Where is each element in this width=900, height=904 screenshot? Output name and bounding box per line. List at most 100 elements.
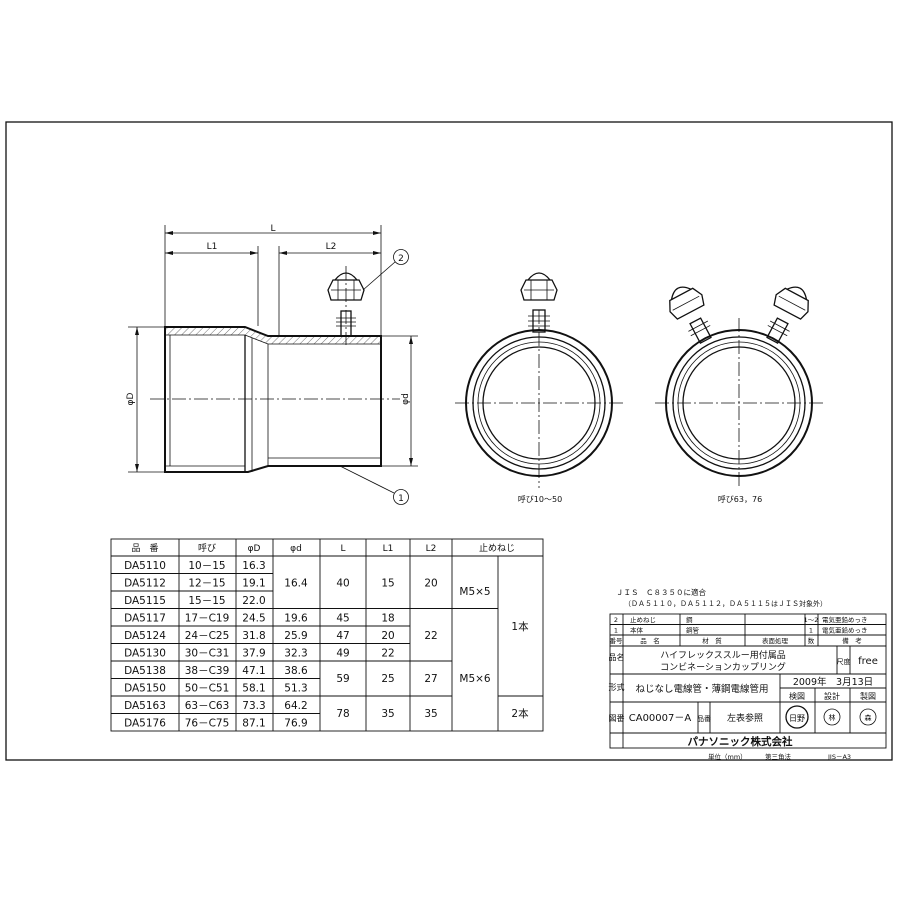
drawing-text: 止めねじ <box>630 615 656 624</box>
drawing-line <box>778 295 806 311</box>
drawing-text: 電気亜鉛めっき <box>822 626 868 635</box>
cell-L1-merged: 35 <box>381 708 394 720</box>
stamp-hino-label: 日野 <box>789 714 805 723</box>
drawing-line <box>373 231 381 235</box>
balloon-2 <box>393 249 409 265</box>
drawing-text: 図番 <box>609 713 625 723</box>
drawing-text: 1 <box>809 627 813 635</box>
drawing-line <box>769 320 790 332</box>
cell-phiD: 37.9 <box>242 648 265 660</box>
drawing-text: 品名 <box>609 652 625 662</box>
view-caption-2: 呼び63，76 <box>718 494 762 504</box>
col-header: 品 番 <box>131 542 158 554</box>
drawing-text: 材 質 <box>702 636 722 645</box>
coupling-body-outline <box>164 326 382 473</box>
col-header: 止めねじ <box>479 542 515 554</box>
sheet-border <box>5 121 893 761</box>
cell-nominal: 24－C25 <box>185 630 230 642</box>
cell-nominal: 10－15 <box>188 560 225 572</box>
dim-phiD-label: φD <box>126 393 136 406</box>
cell-phid: 64.2 <box>284 700 307 712</box>
cell-phiD: 58.1 <box>242 683 265 695</box>
cell-phiD: 31.8 <box>242 630 265 642</box>
jis-note-1: ＪＩＳ Ｃ８３５０に適合 <box>616 587 706 597</box>
dim-phid-label: φd <box>401 393 411 405</box>
drawing-line <box>135 464 139 472</box>
dim-L-label: L <box>270 224 275 234</box>
drawing-text: 1 <box>614 627 618 635</box>
drawing-text: 設計 <box>824 691 840 701</box>
drawing-line <box>110 538 544 732</box>
col-header: φd <box>290 544 302 554</box>
cell-phid: 25.9 <box>284 630 307 642</box>
cell-L-merged: 59 <box>336 673 349 685</box>
cell-L-merged: 78 <box>336 708 349 720</box>
cell-L-merged: 40 <box>336 578 349 590</box>
cell-nominal: 12－15 <box>188 578 225 590</box>
cell-L2-merged: 35 <box>424 708 437 720</box>
jis-note-2: （ＤＡ５１１０，ＤＡ５１１２，ＤＡ５１１５はＪＩＳ対象外） <box>624 599 827 608</box>
cell-nominal: 63－C63 <box>185 700 230 712</box>
dim-L2-label: L2 <box>326 242 337 252</box>
cell-L2-merged: 22 <box>424 630 437 642</box>
stamp-hino <box>785 705 809 729</box>
product-name-2: コンビネーションカップリング <box>660 661 786 673</box>
cell-nominal: 30－C31 <box>185 648 230 660</box>
drawing-text: JIS－A3 <box>827 753 851 761</box>
type-description: ねじなし電線管・薄鋼電線管用 <box>635 683 768 695</box>
scale-value: free <box>858 656 878 667</box>
cell-phid: 32.3 <box>284 648 307 660</box>
drawing-text: 表面処理 <box>762 636 789 645</box>
col-header: L2 <box>426 544 437 554</box>
drawing-line <box>786 286 808 300</box>
drawing-line <box>165 231 173 235</box>
drawing-text: 左表参照 <box>727 712 763 724</box>
cell-part-no: DA5124 <box>124 630 166 642</box>
dim-L1-label: L1 <box>207 242 218 252</box>
stamp-hayashi <box>823 708 841 726</box>
drawing-line <box>409 458 413 466</box>
drawing-text: 鋼 <box>686 615 693 624</box>
balloon-2-label: 2 <box>398 254 404 264</box>
cell-phiD: 87.1 <box>242 718 265 730</box>
wall-hatch-top <box>164 326 382 345</box>
cell-L: 45 <box>336 613 349 625</box>
cell-nominal: 76－C75 <box>185 718 230 730</box>
cell-phid: 51.3 <box>284 683 307 695</box>
drawing-text: 電気亜鉛めっき <box>822 615 868 624</box>
drawing-line <box>767 325 788 337</box>
col-header: L <box>340 544 345 554</box>
cell-L2-merged: 20 <box>424 578 437 590</box>
set-screw-head <box>327 279 365 301</box>
col-header: 呼び <box>198 543 216 554</box>
drawing-text: 数 <box>808 636 815 645</box>
drawing-number: CA00007－A <box>629 713 692 724</box>
cell-count-merged: 2本 <box>511 707 529 720</box>
cell-part-no: DA5163 <box>124 700 166 712</box>
cell-phiD: 24.5 <box>242 613 265 625</box>
cell-phiD: 73.3 <box>242 700 265 712</box>
drawing-line <box>688 320 709 332</box>
cell-L1-merged: 15 <box>381 578 394 590</box>
drawing-line <box>672 295 700 311</box>
cell-part-no: DA5117 <box>124 613 166 625</box>
cell-part-no: DA5176 <box>124 718 166 730</box>
drawing-line <box>279 251 287 255</box>
drawing-line <box>362 261 396 291</box>
cell-nominal: 17－C19 <box>185 613 230 625</box>
cell-phiD: 16.3 <box>242 560 265 572</box>
drawing-line <box>520 279 558 301</box>
stamp-mori-label: 森 <box>865 713 872 722</box>
drawing-text: 第三角法 <box>765 752 792 761</box>
cell-phid: 38.6 <box>284 665 308 677</box>
cell-part-no: DA5150 <box>124 683 166 695</box>
balloon-1 <box>393 489 409 505</box>
drawing-text: 1～2 <box>804 616 819 624</box>
drawing-line <box>773 287 809 320</box>
cell-L1: 20 <box>381 630 394 642</box>
cell-part-no: DA5138 <box>124 665 166 677</box>
drawing-line <box>250 251 258 255</box>
cell-nominal: 38－C39 <box>185 665 230 677</box>
spec-table: 品 番 呼び φD φd L L1 L2 止めねじ DA5110 10－15 1… <box>110 538 544 732</box>
